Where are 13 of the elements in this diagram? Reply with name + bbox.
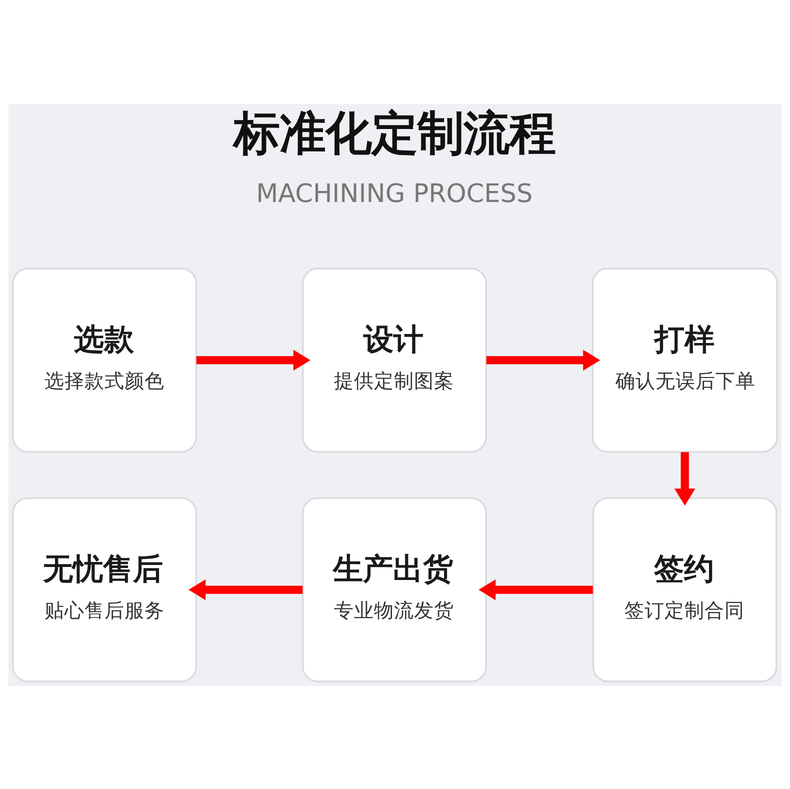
node-box: 无忧售后 贴心售后服务 [12, 496, 198, 682]
diagram-title: 标准化定制流程 [233, 106, 556, 160]
node-box: 选款 选择款式颜色 [12, 267, 198, 452]
arrow [674, 452, 696, 506]
node-box: 打样 确认无误后下单 [592, 267, 778, 452]
node-box: 签约 签订定制合同 [592, 496, 778, 682]
arrow [188, 578, 303, 600]
arrow [196, 349, 310, 370]
arrow [486, 349, 600, 370]
arrow [478, 578, 593, 600]
label: MACHINING PROCESS [256, 178, 533, 209]
node-box: 设计 提供定制图案 [302, 267, 487, 452]
node-box: 生产出货 专业物流发货 [302, 496, 487, 682]
